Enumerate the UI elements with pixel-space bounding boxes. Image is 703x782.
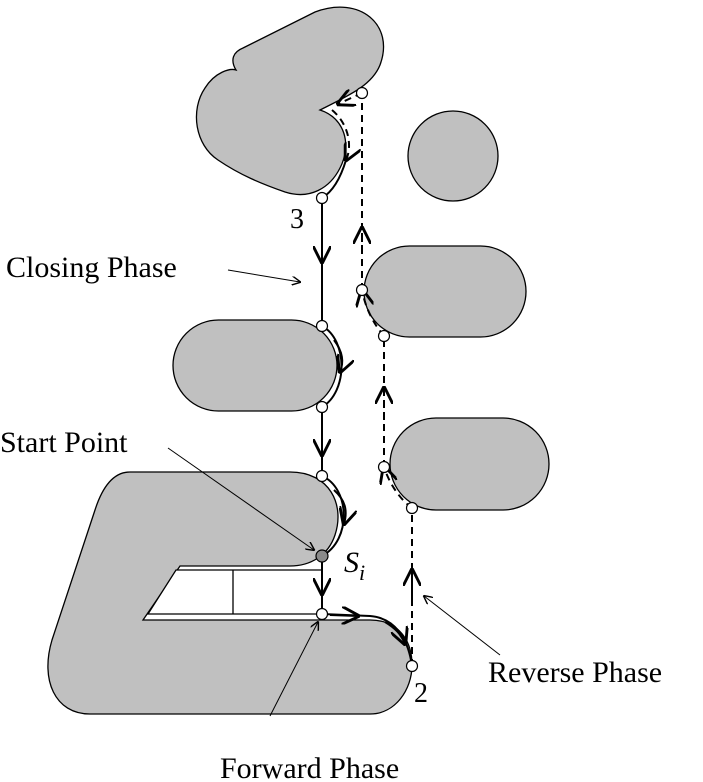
round-obstacle xyxy=(407,110,499,202)
waypoint xyxy=(315,607,329,621)
waypoint xyxy=(315,469,329,483)
forward-phase-leader xyxy=(269,622,318,717)
right-lower-obstacle xyxy=(389,417,550,511)
waypoints xyxy=(315,86,419,673)
waypoint xyxy=(315,319,329,333)
start-point-label: Start Point xyxy=(0,426,128,459)
waypoint xyxy=(355,86,369,100)
leader-lines xyxy=(167,269,501,717)
start-point-leader xyxy=(167,447,314,550)
arc-c-top-arrow xyxy=(333,489,346,524)
solid-path xyxy=(322,198,413,667)
top-left-obstacle xyxy=(195,6,385,196)
point-2-label: 2 xyxy=(414,678,428,709)
waypoint xyxy=(315,400,329,414)
waypoint xyxy=(377,329,391,343)
s-i-subscript: i xyxy=(359,560,365,585)
s-i-base: S xyxy=(344,546,359,579)
waypoint xyxy=(405,501,419,515)
reverse-phase-leader xyxy=(424,596,501,656)
waypoint xyxy=(355,283,369,297)
waypoint xyxy=(377,460,391,474)
s-i-label: Si xyxy=(344,546,365,585)
forward-phase-label: Forward Phase xyxy=(220,752,399,782)
dashed-path xyxy=(331,93,412,666)
closing-phase-label: Closing Phase xyxy=(6,251,177,284)
right-upper-obstacle xyxy=(363,245,527,338)
closing-phase-leader xyxy=(227,269,300,282)
c-inner-shape xyxy=(146,569,323,615)
waypoint-3 xyxy=(315,191,329,205)
arc-middle-arrow xyxy=(333,339,342,372)
waypoint-2 xyxy=(405,659,419,673)
start-point-marker xyxy=(315,549,329,563)
left-middle-obstacle xyxy=(172,319,338,412)
obstacles xyxy=(47,6,550,715)
forward-arc-arrow xyxy=(384,621,405,644)
point-3-label: 3 xyxy=(290,204,304,235)
reverse-phase-label: Reverse Phase xyxy=(488,656,662,689)
reverse-top-arc xyxy=(331,109,349,160)
forward-arrow xyxy=(329,615,358,616)
